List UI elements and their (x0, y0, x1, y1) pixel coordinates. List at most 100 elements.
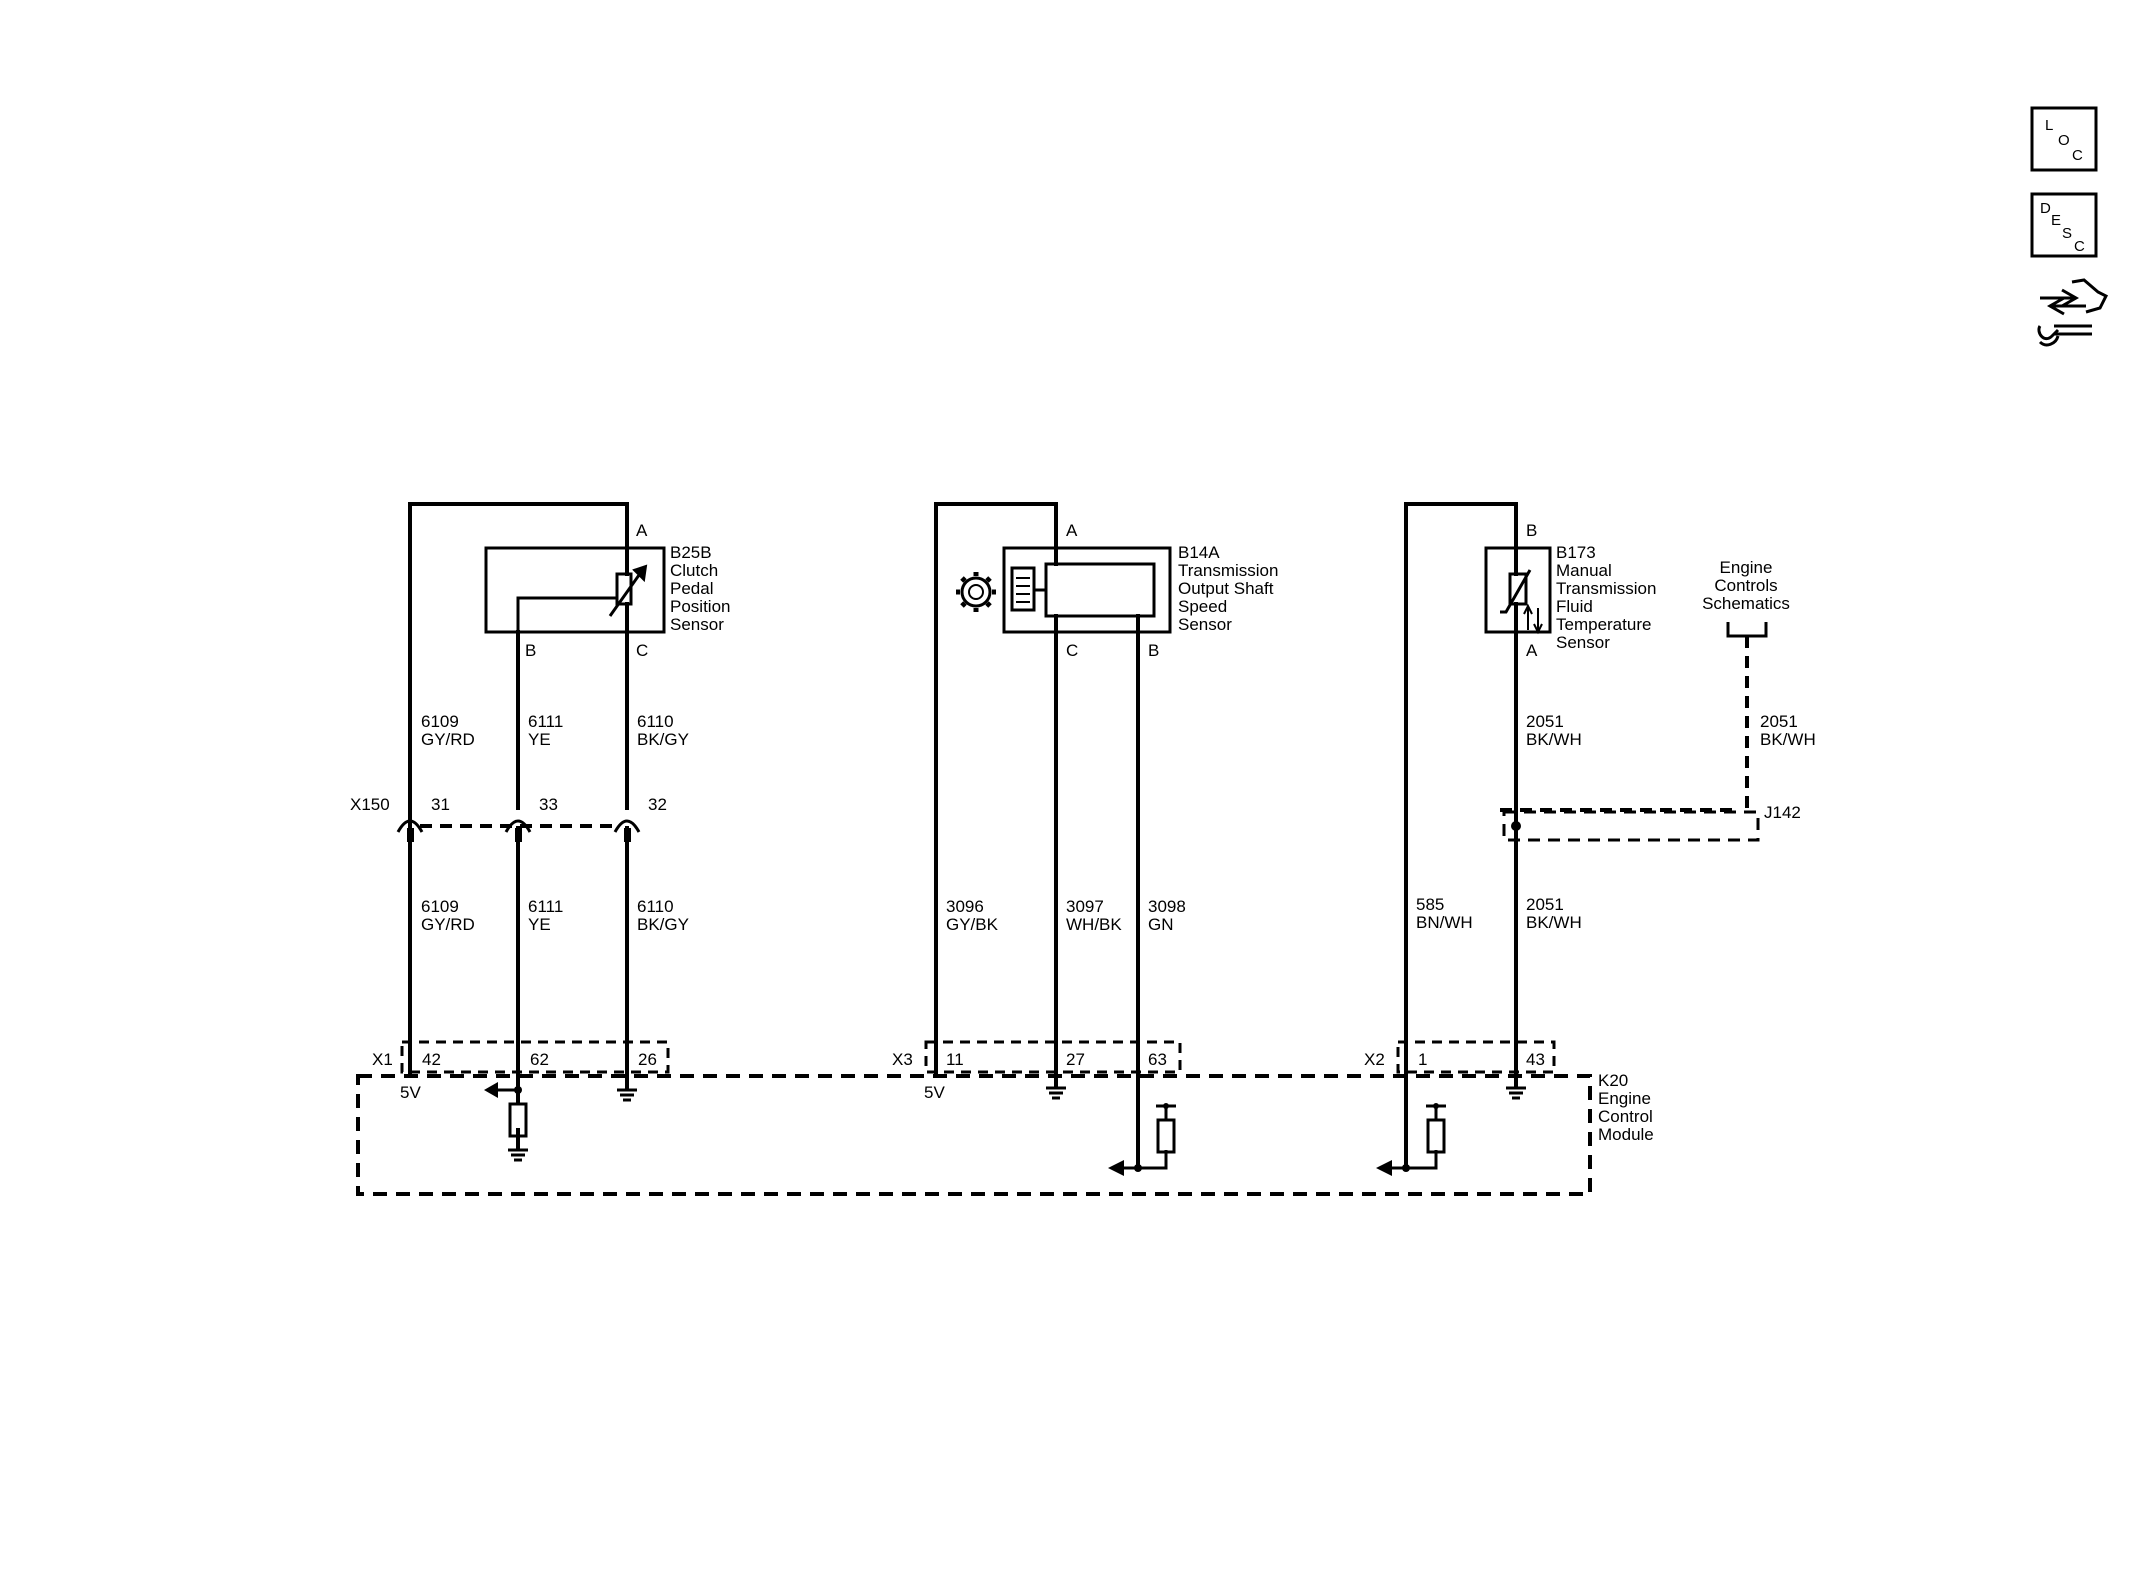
b14a-sensor: B14A Transmission Output Shaft Speed Sen… (956, 521, 1278, 660)
desc-button[interactable]: D E S C (2030, 192, 2098, 258)
wire-585-color: BN/WH (1416, 913, 1473, 932)
wire-2051-ref-color: BK/WH (1760, 730, 1816, 749)
desc-letter-c: C (2074, 238, 2085, 255)
b173-name-3: Fluid (1556, 597, 1593, 616)
wire-3096-loop (934, 502, 1058, 1042)
k20-name-1: Engine (1598, 1089, 1651, 1108)
x2-pullup-resistor-icon (1426, 1118, 1446, 1154)
b14a-coil (1044, 562, 1156, 618)
b14a-pin-a: A (1066, 521, 1078, 540)
x150-pin-33: 33 (539, 795, 558, 814)
b25b-pin-a: A (636, 521, 648, 540)
wire-6111-top-color: YE (528, 730, 551, 749)
x1-pin-62: 62 (530, 1050, 549, 1069)
wire-2051-bot-circuit: 2051 (1526, 895, 1564, 914)
wire-3097-circuit: 3097 (1066, 897, 1104, 916)
engine-ref-bracket-icon (1726, 622, 1768, 638)
loc-letter-c: C (2072, 147, 2083, 164)
b173-name-5: Sensor (1556, 633, 1610, 652)
b173-pin-b: B (1526, 521, 1537, 540)
x3-box (924, 1040, 1182, 1074)
loc-letter-o: O (2058, 132, 2070, 149)
b25b-name-3: Position (670, 597, 730, 616)
desc-letter-s: S (2062, 225, 2072, 242)
k20-ecm: K20 Engine Control Module (356, 1071, 1654, 1196)
x1-pin-26: 26 (638, 1050, 657, 1069)
x1-label: X1 (372, 1050, 393, 1069)
x150-pin-33-terminal (515, 828, 522, 842)
j142-box (1502, 810, 1760, 842)
wire-3096-circuit: 3096 (946, 897, 984, 916)
b25b-pin-b: B (525, 641, 536, 660)
b14a-magnet-icon (1010, 566, 1036, 612)
wire-3097-color: WH/BK (1066, 915, 1122, 934)
x2-label: X2 (1364, 1050, 1385, 1069)
b25b-id: B25B (670, 543, 712, 562)
wire-6109-loop (408, 502, 629, 1042)
j142-label: J142 (1764, 803, 1801, 822)
wire-2051-top-color: BK/WH (1526, 730, 1582, 749)
wire-6110-bot-circuit: 6110 (637, 897, 674, 916)
wire-2051-bot-color: BK/WH (1526, 913, 1582, 932)
x2-connector: X2 1 43 (1364, 1040, 1556, 1074)
gear-icon (956, 572, 996, 612)
wire-6109-bot-circuit: 6109 (421, 897, 459, 916)
b14a-pin-b: B (1148, 641, 1159, 660)
x2-pin-1: 1 (1418, 1050, 1427, 1069)
b14a-id: B14A (1178, 543, 1220, 562)
engine-ref-line-3: Schematics (1702, 594, 1790, 613)
k20-name-2: Control (1598, 1107, 1653, 1126)
connector-repair-icon[interactable] (2037, 278, 2109, 347)
wire-3096-color: GY/BK (946, 915, 999, 934)
wire-585-circuit: 585 (1416, 895, 1444, 914)
x3-connector: X3 11 27 63 (892, 1040, 1182, 1074)
x3-pin-27: 27 (1066, 1050, 1085, 1069)
x150-pin-31-socket-icon (396, 819, 424, 833)
x3-pullup-resistor-icon (1156, 1118, 1176, 1154)
engine-ref-line-1: Engine (1720, 558, 1773, 577)
k20-id: K20 (1598, 1071, 1628, 1090)
ecm-input-arrow-icon (484, 1082, 498, 1098)
wire-6111-bot-color: YE (528, 915, 551, 934)
b173-pin-a: A (1526, 641, 1538, 660)
wire-6111-top-circuit: 6111 (528, 712, 563, 731)
b25b-name-2: Pedal (670, 579, 713, 598)
x150-pin-33-socket-icon (504, 819, 532, 833)
loc-letter-l: L (2045, 117, 2053, 134)
b14a-name-2: Output Shaft (1178, 579, 1274, 598)
b25b-name-1: Clutch (670, 561, 718, 580)
wire-6110-top-color: BK/GY (637, 730, 689, 749)
b173-temp-down-arrow-icon (1533, 608, 1543, 635)
b14a-name-1: Transmission (1178, 561, 1278, 580)
wire-6109-top-circuit: 6109 (421, 712, 459, 731)
wire-6109-bot-color: GY/RD (421, 915, 475, 934)
x3-input-arrow-icon (1108, 1160, 1124, 1176)
loc-button[interactable]: L O C (2030, 106, 2098, 172)
desc-letter-e: E (2051, 212, 2061, 229)
b25b-body (484, 546, 666, 634)
x1-box (400, 1040, 670, 1074)
wire-3098-circuit: 3098 (1148, 897, 1186, 916)
b173-name-2: Transmission (1556, 579, 1656, 598)
b173-id: B173 (1556, 543, 1596, 562)
x150-pin-32: 32 (648, 795, 667, 814)
x3-5v-label: 5V (924, 1083, 945, 1102)
x3-27-ground-icon (1046, 1086, 1066, 1100)
wire-6111-bot-circuit: 6111 (528, 897, 563, 916)
x150-pin-31-terminal (407, 828, 414, 842)
b14a-pin-c: C (1066, 641, 1078, 660)
engine-controls-ref[interactable]: Engine Controls Schematics (1702, 558, 1790, 638)
b173-temp-up-arrow-icon (1523, 603, 1533, 630)
x3-pin-11: 11 (946, 1050, 964, 1069)
x1-pin-42: 42 (422, 1050, 441, 1069)
wire-585-loop (1404, 502, 1518, 1170)
x3-label: X3 (892, 1050, 913, 1069)
wire-3098-color: GN (1148, 915, 1174, 934)
x2-43-ground-icon (1506, 1086, 1526, 1100)
wire-2051-ref-circuit: 2051 (1760, 712, 1798, 731)
x3-pin-63: 63 (1148, 1050, 1167, 1069)
x2-pin-43: 43 (1526, 1050, 1545, 1069)
b173-name-1: Manual (1556, 561, 1612, 580)
x150-pin-31: 31 (431, 795, 450, 814)
